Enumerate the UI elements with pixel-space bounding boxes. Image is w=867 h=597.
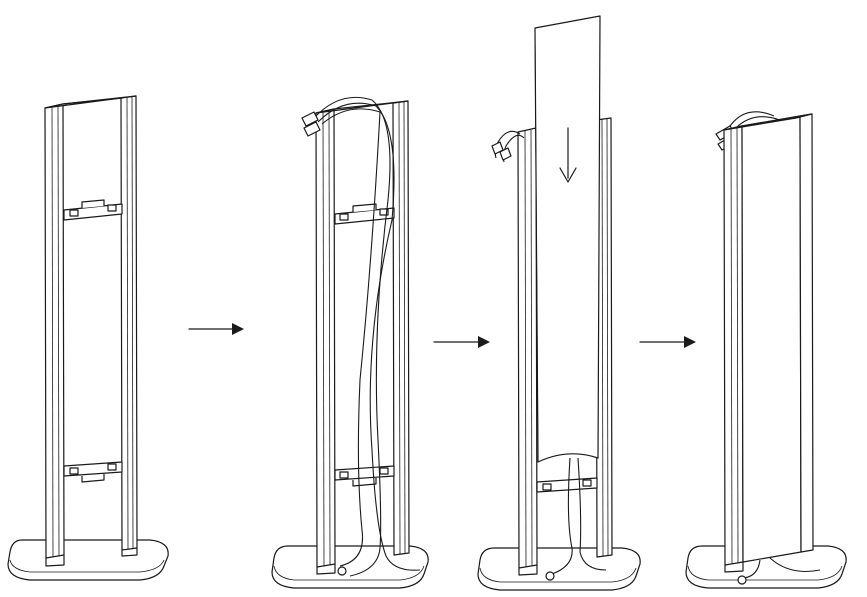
display-panel: [534, 15, 601, 463]
right-post: [799, 113, 814, 553]
closed-panel: [741, 115, 802, 563]
base-plate: [271, 545, 429, 589]
left-post: [315, 108, 336, 568]
step-2-cables-routed: [271, 96, 429, 589]
lower-bracket: [63, 461, 123, 483]
step-arrow: [188, 323, 244, 335]
left-post: [517, 127, 538, 569]
base-plate: [7, 539, 169, 581]
left-post: [723, 125, 744, 566]
step-arrow: [433, 336, 490, 348]
step-3-panel-insert: [477, 15, 641, 591]
right-post: [120, 95, 138, 551]
base-plate: [477, 547, 641, 591]
step-4-assembled: [685, 111, 847, 589]
step-arrow: [639, 336, 696, 348]
cable-bundle: [301, 96, 421, 577]
left-post: [44, 103, 65, 559]
step-1-stand-frame: [7, 95, 169, 581]
right-post: [392, 100, 410, 556]
upper-bracket: [63, 199, 123, 221]
